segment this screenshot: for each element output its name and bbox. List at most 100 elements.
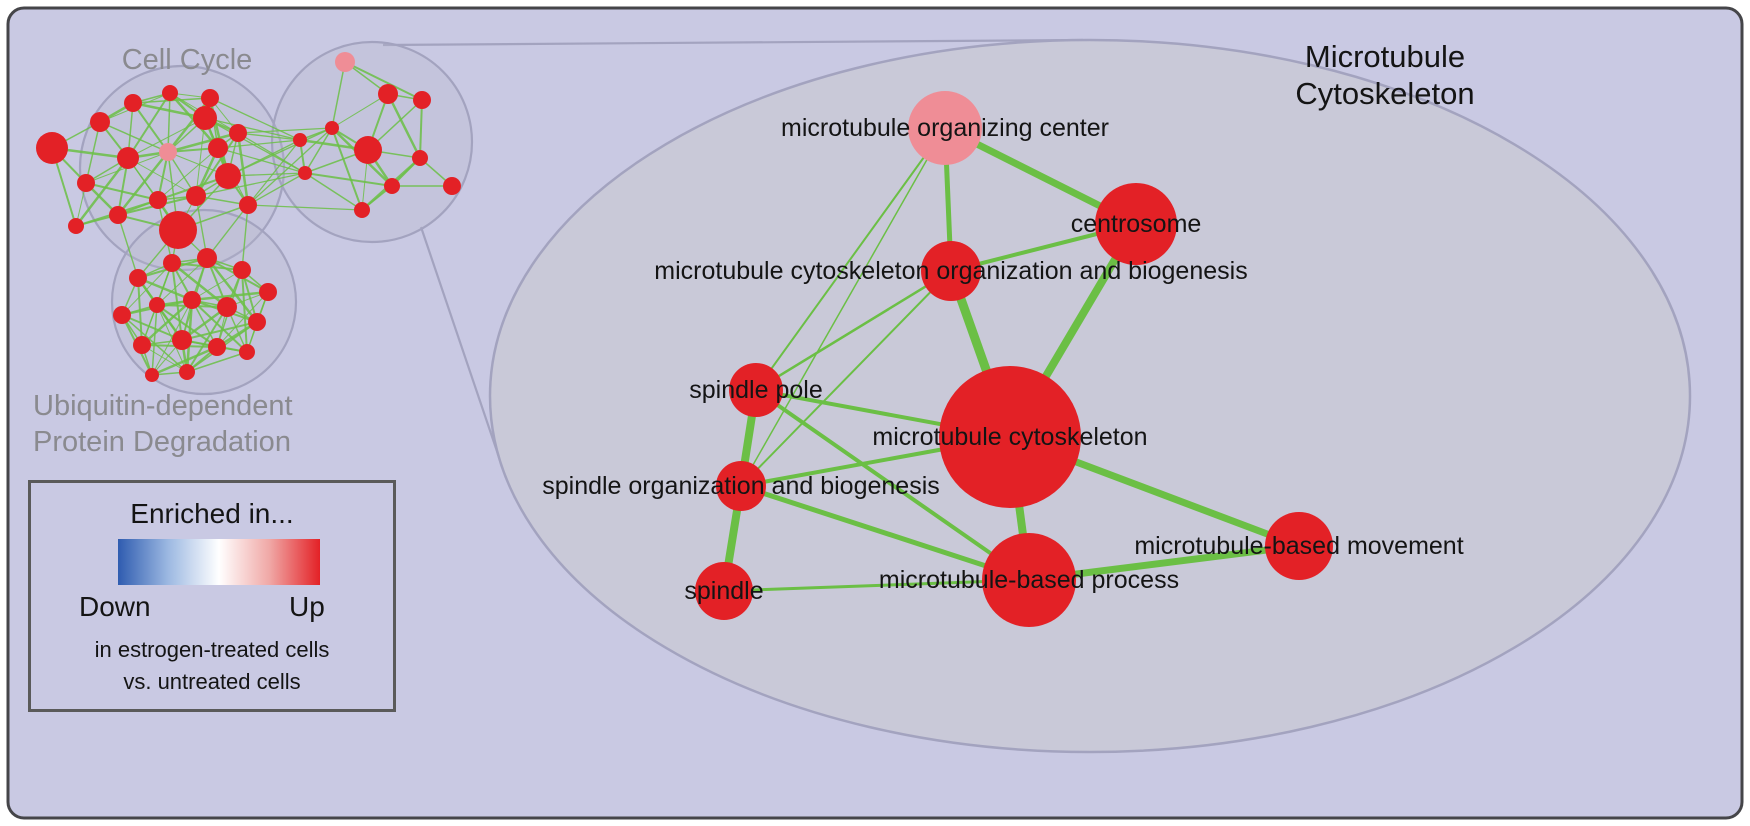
mini-network-edge	[195, 117, 206, 197]
mini-network-node	[179, 364, 195, 380]
detail-ellipse	[488, 38, 1692, 754]
magnifier-line	[382, 38, 1084, 47]
detail-node-label-mc: microtubule cytoskeleton	[872, 423, 1147, 451]
mini-network-edge	[85, 121, 101, 184]
mini-network-node	[384, 178, 400, 194]
magnifier-line	[419, 226, 504, 467]
mini-network-edge	[191, 299, 248, 353]
mini-network-node	[325, 121, 339, 135]
mini-network-edge	[247, 204, 363, 211]
mini-network-edge	[156, 257, 208, 306]
mini-network-edge	[117, 214, 139, 279]
legend-subtitle-line1: in estrogen-treated cells	[94, 637, 330, 662]
mini-network-edge	[237, 127, 333, 134]
mini-network-node	[293, 133, 307, 147]
mini-network-edge	[386, 93, 422, 159]
detail-node-label-moc: microtubule organizing center	[781, 114, 1109, 142]
detail-node-label-mcob: microtubule cytoskeleton organization an…	[654, 257, 1247, 285]
detail-edge-mcob-sp	[755, 269, 952, 392]
mini-network-edge	[167, 131, 239, 154]
legend-box: Enriched in... Down Up in estrogen-treat…	[28, 480, 396, 712]
detail-node-sob	[716, 461, 766, 511]
mini-network-node	[113, 306, 131, 324]
mini-network-edge	[121, 314, 183, 341]
cluster-label-ubiquitin: Ubiquitin-dependent Protein Degradation	[33, 388, 293, 460]
mini-network-node	[163, 254, 181, 272]
mini-network-edge	[99, 121, 169, 153]
mini-network-node	[217, 297, 237, 317]
legend-title: Enriched in...	[130, 498, 294, 529]
mini-network-edge	[241, 204, 249, 271]
mini-network-edge	[227, 139, 301, 177]
mini-network-node	[239, 344, 255, 360]
mini-network-edge	[151, 299, 193, 376]
mini-network-edge	[206, 257, 258, 323]
mini-network-node	[117, 147, 139, 169]
mini-network-node	[215, 163, 241, 189]
mini-network-node	[443, 177, 461, 195]
mini-network-edge	[127, 117, 206, 159]
mini-network-node	[248, 313, 266, 331]
mini-network-node	[149, 297, 165, 313]
detail-node-label-s: spindle	[684, 577, 763, 605]
mini-network-node	[208, 138, 228, 158]
detail-edge-moc-sob	[740, 127, 946, 487]
detail-node-mc	[939, 366, 1081, 508]
legend-up-label: Up	[289, 591, 325, 622]
mini-network-edge	[237, 132, 306, 174]
detail-edge-s-mbp	[723, 578, 1030, 593]
mini-network-node	[298, 166, 312, 180]
mini-network-node	[413, 91, 431, 109]
mini-network-edge	[237, 132, 301, 141]
detail-cluster-title: Microtubule Cytoskeleton	[1235, 38, 1535, 112]
mini-network-node	[233, 261, 251, 279]
detail-cluster-title-line1: Microtubule	[1304, 39, 1466, 74]
mini-network-edge	[247, 139, 301, 206]
mini-network-edge	[331, 93, 389, 129]
mini-network-edge	[209, 97, 301, 141]
mini-network-node	[172, 330, 192, 350]
cluster-label-ubiquitin-line1: Ubiquitin-dependent	[33, 390, 293, 422]
mini-network-edge	[204, 117, 306, 174]
cluster-label-cell-cycle: Cell Cycle	[121, 44, 253, 76]
detail-node-label-mbm: microtubule-based movement	[1134, 532, 1463, 560]
mini-network-edge	[141, 299, 193, 346]
mini-network-node	[149, 191, 167, 209]
mini-network-edge	[217, 139, 301, 149]
mini-network-node	[229, 124, 247, 142]
detail-node-label-cen: centrosome	[1071, 210, 1202, 238]
mini-network-edge	[206, 204, 249, 259]
mini-network-edge	[121, 262, 173, 316]
mini-network-edge	[241, 269, 258, 323]
mini-network-node	[183, 291, 201, 309]
mini-network-node	[412, 150, 428, 166]
mini-network-node	[354, 136, 382, 164]
mini-network-node	[197, 248, 217, 268]
detail-node-label-mbp: microtubule-based process	[879, 566, 1179, 594]
mini-network-node	[145, 368, 159, 382]
mini-network-edge	[247, 172, 306, 206]
detail-node-moc	[908, 91, 982, 165]
detail-node-mbp	[982, 533, 1076, 627]
mini-network-edge	[204, 117, 301, 141]
mini-network-edge	[132, 102, 169, 153]
mini-network-node	[239, 196, 257, 214]
mini-network-edge	[186, 351, 248, 373]
mini-network-node	[378, 84, 398, 104]
mini-network-edge	[75, 157, 129, 227]
mini-network-edge	[247, 127, 333, 206]
mini-network-node	[193, 106, 217, 130]
mini-network-edge	[195, 195, 208, 259]
mini-network-node	[36, 132, 68, 164]
detail-edge-moc-sp	[755, 127, 946, 391]
legend-gradient-bar	[118, 539, 320, 585]
mini-network-edge	[304, 172, 363, 211]
detail-node-mbm	[1265, 512, 1333, 580]
mini-network-edge	[191, 269, 243, 301]
mini-network-node	[159, 143, 177, 161]
legend-down-label: Down	[79, 591, 151, 622]
mini-network-node	[201, 89, 219, 107]
mini-network-node	[259, 283, 277, 301]
